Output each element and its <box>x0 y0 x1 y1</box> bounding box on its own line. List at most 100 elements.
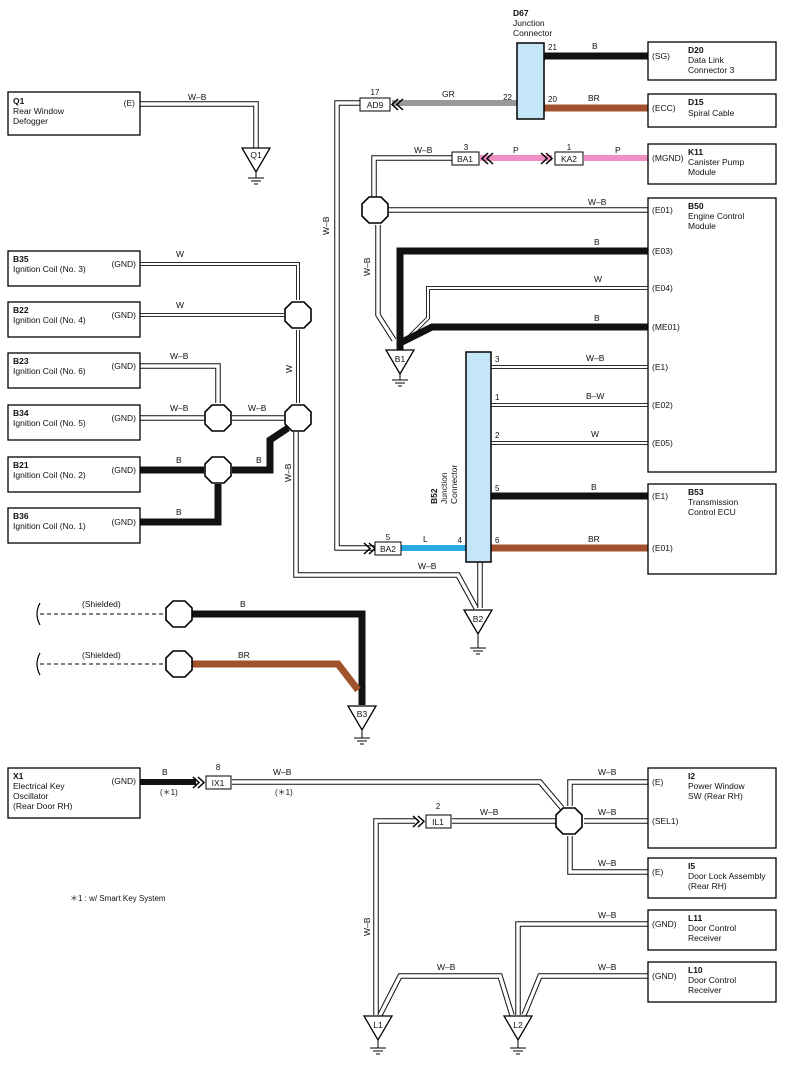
component-code: D67 <box>513 8 529 18</box>
ground-label: Q1 <box>250 150 262 160</box>
footnote-ref: (＊1) <box>160 788 178 797</box>
connector-ad9: 17 AD9 <box>359 88 404 112</box>
splice-node-coil-65 <box>204 404 232 432</box>
splice-node-ba1 <box>361 196 389 224</box>
pin-label: (SG) <box>652 51 670 61</box>
component-b22: B22 Ignition Coil (No. 4) (GND) <box>7 301 141 338</box>
component-i5: I5 Door Lock Assembly (Rear RH) (E) <box>647 857 777 899</box>
pin-number: 20 <box>548 95 557 104</box>
pin-number: 2 <box>436 802 441 811</box>
pin-label: (E) <box>124 98 136 108</box>
ground-b1: B1 <box>384 349 416 387</box>
component-l11: L11 Door Control Receiver (GND) <box>647 909 777 951</box>
wire-ad9-ba2 <box>334 100 375 551</box>
connector-ix1: 8 IX1 <box>192 763 232 790</box>
wire-color-label: B <box>256 455 262 465</box>
wire-color-label: B <box>592 41 598 51</box>
connector-label: BA1 <box>457 154 473 164</box>
pin-number: 17 <box>371 88 380 97</box>
component-name: Receiver <box>688 933 722 943</box>
pin-number: 6 <box>495 536 500 545</box>
connector-arrow-icon <box>390 98 404 111</box>
wire-color-label: W–B <box>598 767 617 777</box>
pin-label: (E05) <box>652 438 673 448</box>
pin-label: (GND) <box>652 971 677 981</box>
pin-label: (GND) <box>111 413 136 423</box>
pin-label: (ME01) <box>652 322 680 332</box>
shield-bracket-icon <box>36 602 41 626</box>
wire-color-label: B <box>591 482 597 492</box>
component-name: Power Window <box>688 781 746 791</box>
component-b23: B23 Ignition Coil (No. 6) (GND) <box>7 352 141 389</box>
wire-color-label: W–B <box>321 216 331 235</box>
component-name: SW (Rear RH) <box>688 791 743 801</box>
ground-l1: L1 <box>362 1015 394 1055</box>
wire-color-label: W <box>176 300 184 310</box>
wire-color-label: W–B <box>362 917 372 936</box>
ground-l2: L2 <box>502 1015 534 1055</box>
wire-color-label: W–B <box>598 858 617 868</box>
wire-color-label: W–B <box>437 962 456 972</box>
pin-number: 3 <box>495 355 500 364</box>
component-b52: B52 Junction Connector 3 1 2 5 4 6 <box>429 351 500 563</box>
component-name: Junction <box>439 472 449 504</box>
wire-color-label: W–B <box>170 351 189 361</box>
component-code: B35 <box>13 254 29 264</box>
component-name: Ignition Coil (No. 4) <box>13 315 86 325</box>
splice-node-shield-b <box>165 600 193 628</box>
component-name: (Rear Door RH) <box>13 801 73 811</box>
component-b35: B35 Ignition Coil (No. 3) (GND) <box>7 250 141 287</box>
wire-color-label: W–B <box>598 807 617 817</box>
component-name: (Rear RH) <box>688 881 727 891</box>
component-name: Door Control <box>688 923 736 933</box>
wire-color-label: W–B <box>588 197 607 207</box>
wire-color-label: W–B <box>598 910 617 920</box>
wire-color-label: W–B <box>414 145 433 155</box>
component-name: Door Lock Assembly <box>688 871 766 881</box>
component-name: Ignition Coil (No. 3) <box>13 264 86 274</box>
splice-nodes <box>165 196 583 835</box>
component-d20: D20 Data Link Connector 3 (SG) <box>647 41 777 81</box>
ground-b3: B3 <box>346 705 378 745</box>
wire-color-label: BR <box>588 534 600 544</box>
wire-color-label: BR <box>238 650 250 660</box>
component-name: Oscillator <box>13 791 49 801</box>
pin-label: (GND) <box>111 259 136 269</box>
wire-color-label: W–B <box>418 561 437 571</box>
component-code: I2 <box>688 771 695 781</box>
wire-color-label: W–B <box>248 403 267 413</box>
pin-label: (E01) <box>652 205 673 215</box>
wire-color-label: W–B <box>362 257 372 276</box>
wire-color-label: B <box>176 507 182 517</box>
pin-label: (GND) <box>111 776 136 786</box>
component-name: Transmission <box>688 497 738 507</box>
pin-label: (E02) <box>652 400 673 410</box>
wire-color-label: B <box>176 455 182 465</box>
wire-color-label: W–B <box>598 962 617 972</box>
splice-node-coil-21 <box>204 456 232 484</box>
component-name: Ignition Coil (No. 1) <box>13 521 86 531</box>
wire-l10 <box>521 973 652 1017</box>
pin-number: 2 <box>495 431 500 440</box>
wire-b36 <box>140 484 222 526</box>
component-name: Data Link <box>688 55 725 65</box>
wire-color-label: GR <box>442 89 455 99</box>
wire-l1-il1 <box>373 818 415 1015</box>
pin-number: 21 <box>548 43 557 52</box>
component-code: B52 <box>429 488 439 504</box>
connector-arrow-icon <box>480 152 494 165</box>
component-code: B21 <box>13 460 29 470</box>
component-code: Q1 <box>13 96 25 106</box>
component-name: Canister Pump <box>688 157 744 167</box>
ground-label: B1 <box>395 354 406 364</box>
splice-node-coil-main <box>284 404 312 432</box>
ground-q1: Q1 <box>240 147 272 185</box>
component-name: Defogger <box>13 116 48 126</box>
component-name: Module <box>688 221 716 231</box>
ground-label: B2 <box>473 614 484 624</box>
wire-color-label: W <box>176 249 184 259</box>
component-name: Connector <box>449 465 459 504</box>
pin-label: (GND) <box>111 465 136 475</box>
wire-color-label: W–B <box>273 767 292 777</box>
pin-label: (MGND) <box>652 153 684 163</box>
